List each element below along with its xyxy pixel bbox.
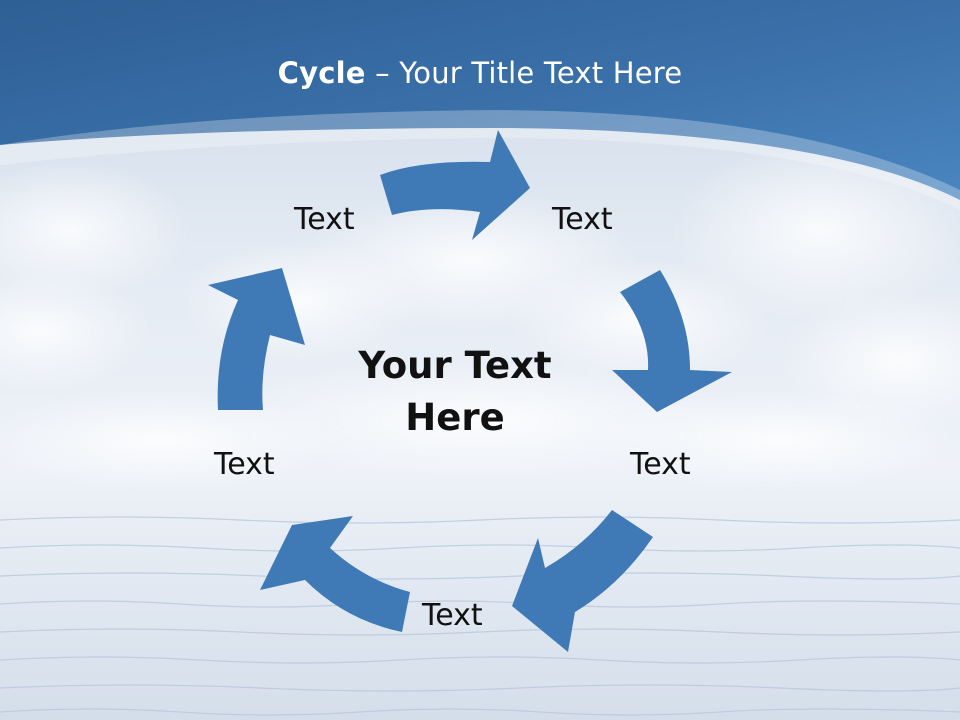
cycle-diagram	[208, 130, 732, 652]
slide-title: Cycle – Your Title Text Here	[0, 56, 960, 90]
water-reflection	[0, 516, 960, 716]
cycle-label-left: Text	[214, 447, 275, 482]
title-rest: – Your Title Text Here	[365, 56, 683, 90]
center-text: Your Text Here	[330, 340, 580, 444]
cycle-arrow	[512, 510, 653, 652]
header-swoosh	[0, 110, 960, 210]
center-text-line2: Here	[405, 396, 505, 439]
cycle-label-bottom: Text	[422, 598, 483, 633]
cycle-label-top-left: Text	[294, 202, 355, 237]
title-bold: Cycle	[277, 56, 366, 90]
center-text-line1: Your Text	[358, 344, 552, 387]
cycle-label-right: Text	[630, 447, 691, 482]
header-band	[0, 0, 960, 200]
cycle-arrow	[380, 130, 530, 240]
cycle-arrow	[612, 270, 732, 412]
cycle-arrow	[260, 516, 410, 632]
cycle-label-top-right: Text	[552, 202, 613, 237]
cycle-arrow	[208, 268, 305, 410]
